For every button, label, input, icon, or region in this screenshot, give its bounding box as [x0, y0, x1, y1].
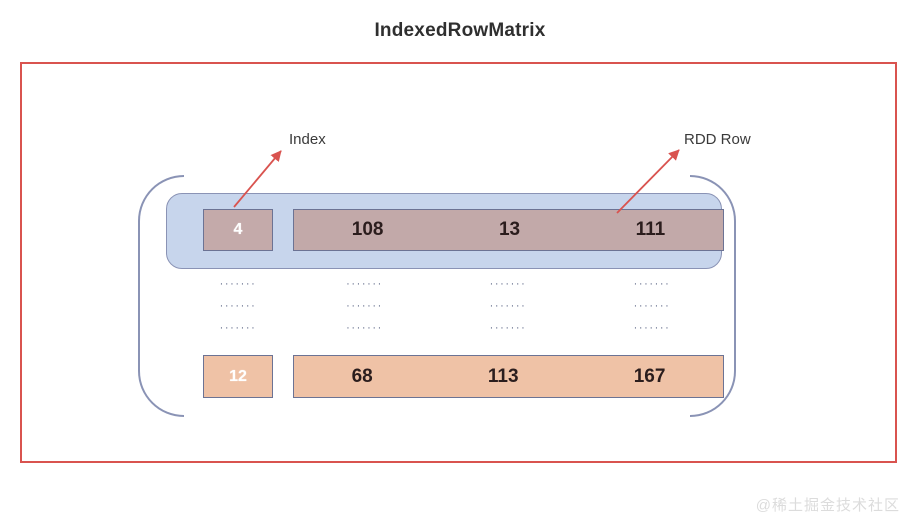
callout-label-rdd-row: RDD Row	[684, 131, 751, 148]
matrix-value: 113	[487, 365, 519, 387]
ellipsis-dots: ·······	[219, 300, 257, 312]
ellipsis-dots: ·······	[489, 300, 527, 312]
index-cell-bottom: 12	[203, 355, 273, 398]
matrix-value: 68	[351, 365, 373, 387]
ellipsis-dots: ·······	[633, 300, 671, 312]
index-cell-top: 4	[203, 209, 273, 251]
ellipsis-dots: ·······	[633, 322, 671, 334]
ellipsis-dots: ·······	[633, 278, 671, 290]
ellipsis-dots: ·······	[219, 278, 257, 290]
ellipsis-dots: ·······	[346, 300, 383, 312]
ellipsis-dots: ·······	[346, 278, 383, 290]
matrix-value: 167	[633, 365, 666, 387]
values-cell-bottom: 68 113 167	[293, 355, 724, 398]
ellipsis-rows: ······· ······· ······· ······· ······· …	[203, 273, 724, 339]
ellipsis-line: ······· ······· ······· ·······	[203, 273, 724, 295]
ellipsis-dots: ·······	[489, 278, 527, 290]
ellipsis-line: ······· ······· ······· ·······	[203, 317, 724, 339]
callout-label-index: Index	[289, 131, 326, 148]
matrix-value: 13	[498, 219, 521, 240]
ellipsis-line: ······· ······· ······· ·······	[203, 295, 724, 317]
table-row: 4 108 13 111	[203, 209, 724, 251]
ellipsis-dots: ·······	[346, 322, 383, 334]
page-title: IndexedRowMatrix	[374, 20, 546, 41]
ellipsis-dots: ·······	[489, 322, 527, 334]
ellipsis-dots: ·······	[219, 322, 257, 334]
matrix-value: 111	[635, 219, 666, 240]
watermark: @稀土掘金技术社区	[755, 497, 900, 514]
matrix-value: 108	[351, 219, 384, 240]
table-row: 12 68 113 167	[203, 355, 724, 398]
values-cell-top: 108 13 111	[293, 209, 724, 251]
